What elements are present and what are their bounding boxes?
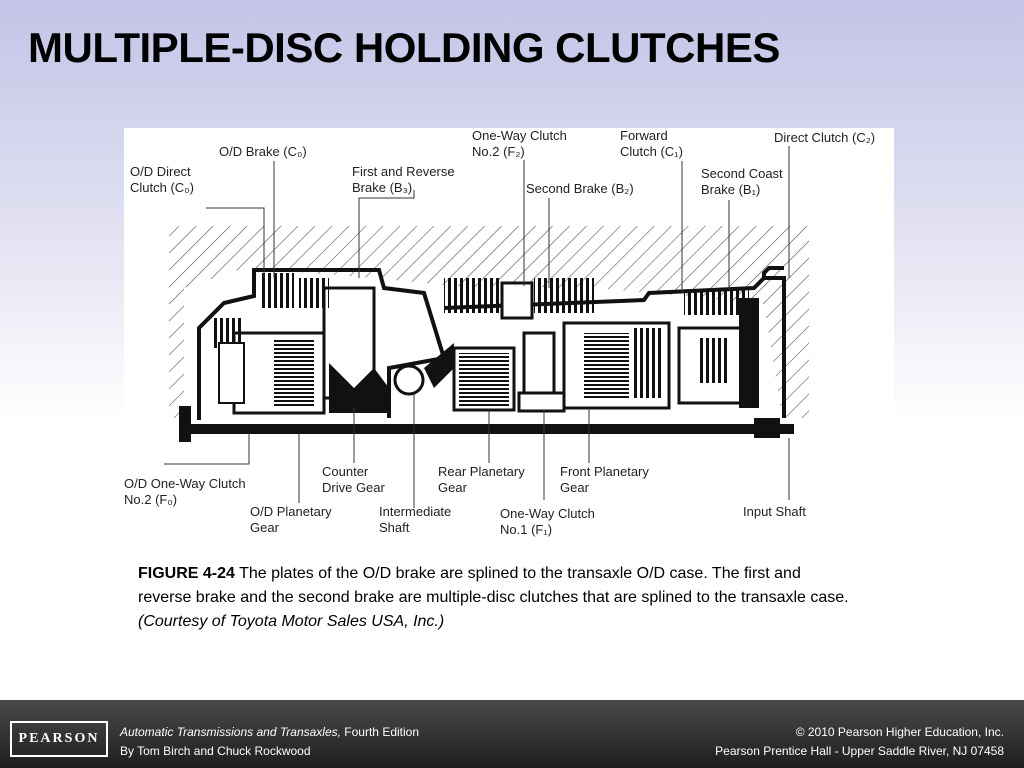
svg-text:Brake (B₁): Brake (B₁) [701, 182, 760, 197]
label-first-reverse-line2: Brake (B₃) [352, 180, 412, 195]
svg-text:Drive Gear: Drive Gear [322, 480, 386, 495]
transaxle-cross-section-figure: O/D Brake (C₀) O/D Direct Clutch (C₀) Fi… [124, 128, 894, 546]
svg-text:Shaft: Shaft [379, 520, 410, 535]
main-shaft [179, 406, 794, 442]
label-front-planetary-line1: Front Planetary [560, 464, 649, 479]
footer-book-info: Automatic Transmissions and Transaxles, … [120, 723, 419, 761]
label-second-coast-brake-line2: Brake (B₁) [701, 182, 760, 197]
pearson-logo: PEARSON [10, 721, 108, 757]
label-one-way-clutch-1-line1: One-Way Clutch [500, 506, 595, 521]
svg-text:Front Planetary: Front Planetary [560, 464, 649, 479]
label-first-reverse-line1: First and Reverse [352, 164, 455, 179]
counter-drive-gear [329, 343, 454, 413]
label-od-planetary-line2: Gear [250, 520, 280, 535]
label-input-shaft: Input Shaft [743, 504, 806, 519]
svg-text:One-Way Clutch: One-Way Clutch [500, 506, 595, 521]
rear-clutch-group [562, 290, 759, 410]
label-od-brake: O/D Brake (C₀) [219, 144, 307, 159]
svg-text:First and Reverse: First and Reverse [352, 164, 455, 179]
svg-text:Gear: Gear [560, 480, 590, 495]
svg-text:Counter: Counter [322, 464, 369, 479]
od-clutch-group [212, 273, 376, 415]
svg-text:Gear: Gear [438, 480, 468, 495]
label-front-planetary-line2: Gear [560, 480, 590, 495]
caption-figure-number: FIGURE 4-24 [138, 565, 235, 582]
leader-lines [164, 146, 790, 508]
label-counter-drive-gear-line2: Drive Gear [322, 480, 386, 495]
svg-text:Second Brake (B₂): Second Brake (B₂) [526, 181, 634, 196]
svg-text:Forward: Forward [620, 128, 668, 143]
slide-footer: PEARSON Automatic Transmissions and Tran… [0, 700, 1024, 768]
svg-text:One-Way Clutch: One-Way Clutch [472, 128, 567, 143]
label-second-brake: Second Brake (B₂) [526, 181, 634, 196]
svg-text:Intermediate: Intermediate [379, 504, 451, 519]
label-one-way-clutch-1-line2: No.1 (F₁) [500, 522, 552, 537]
label-rear-planetary-line2: Gear [438, 480, 468, 495]
caption-credit: (Courtesy of Toyota Motor Sales USA, Inc… [138, 613, 445, 630]
slide-title: MULTIPLE-DISC HOLDING CLUTCHES [28, 24, 780, 71]
figure-caption: FIGURE 4-24 The plates of the O/D brake … [138, 562, 858, 634]
svg-text:O/D Planetary: O/D Planetary [250, 504, 332, 519]
label-rear-planetary-line1: Rear Planetary [438, 464, 525, 479]
footer-publisher: Pearson Prentice Hall - Upper Saddle Riv… [715, 744, 1004, 758]
footer-authors: By Tom Birch and Chuck Rockwood [120, 744, 311, 758]
footer-edition: Fourth Edition [340, 725, 420, 739]
svg-text:Direct Clutch (C₂): Direct Clutch (C₂) [774, 130, 875, 145]
label-od-direct-clutch-line2: Clutch (C₀) [130, 180, 194, 195]
svg-text:O/D One-Way Clutch: O/D One-Way Clutch [124, 476, 246, 491]
svg-text:O/D Direct: O/D Direct [130, 164, 191, 179]
footer-book-title: Automatic Transmissions and Transaxles, [120, 725, 341, 739]
label-od-one-way-clutch-line1: O/D One-Way Clutch [124, 476, 246, 491]
caption-text: The plates of the O/D brake are splined … [138, 565, 849, 606]
label-counter-drive-gear-line1: Counter [322, 464, 369, 479]
label-intermediate-shaft-line2: Shaft [379, 520, 410, 535]
svg-text:Clutch (C₁): Clutch (C₁) [620, 144, 683, 159]
footer-copyright: © 2010 Pearson Higher Education, Inc. [795, 725, 1004, 739]
svg-text:Gear: Gear [250, 520, 280, 535]
svg-text:Input Shaft: Input Shaft [743, 504, 806, 519]
svg-text:Clutch (C₀): Clutch (C₀) [130, 180, 194, 195]
label-one-way-clutch-2-line2: No.2 (F₂) [472, 144, 525, 159]
svg-text:Second Coast: Second Coast [701, 166, 783, 181]
housing-outline [197, 266, 786, 420]
label-one-way-clutch-2-line1: One-Way Clutch [472, 128, 567, 143]
svg-text:No.1 (F₁): No.1 (F₁) [500, 522, 552, 537]
footer-title-line: Automatic Transmissions and Transaxles, … [120, 723, 419, 742]
footer-publisher-info: © 2010 Pearson Higher Education, Inc. Pe… [715, 723, 1004, 761]
label-forward-clutch-line1: Forward [620, 128, 668, 143]
label-direct-clutch: Direct Clutch (C₂) [774, 130, 875, 145]
svg-text:No.2 (F₀): No.2 (F₀) [124, 492, 177, 507]
center-brake-group [444, 278, 594, 413]
label-second-coast-brake-line1: Second Coast [701, 166, 783, 181]
figure-labels: O/D Brake (C₀) O/D Direct Clutch (C₀) Fi… [124, 128, 875, 537]
label-od-one-way-clutch-line2: No.2 (F₀) [124, 492, 177, 507]
svg-text:O/D Brake (C₀): O/D Brake (C₀) [219, 144, 307, 159]
label-intermediate-shaft-line1: Intermediate [379, 504, 451, 519]
label-forward-clutch-line2: Clutch (C₁) [620, 144, 683, 159]
svg-text:Rear Planetary: Rear Planetary [438, 464, 525, 479]
svg-text:No.2 (F₂): No.2 (F₂) [472, 144, 525, 159]
svg-text:Brake (B₃): Brake (B₃) [352, 180, 412, 195]
cross-section-drawing: O/D Brake (C₀) O/D Direct Clutch (C₀) Fi… [124, 128, 875, 537]
label-od-planetary-line1: O/D Planetary [250, 504, 332, 519]
label-od-direct-clutch-line1: O/D Direct [130, 164, 191, 179]
